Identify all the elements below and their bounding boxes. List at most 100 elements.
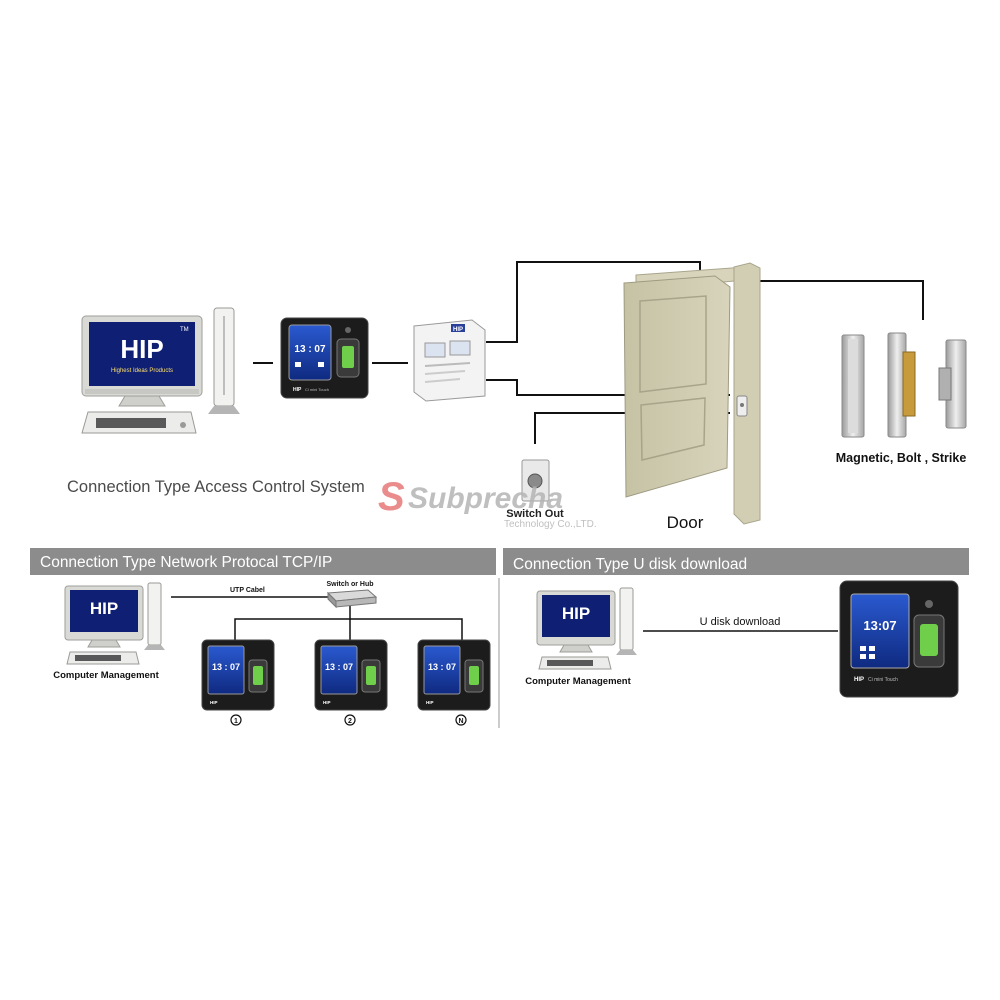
device-brand: HIP bbox=[854, 677, 864, 683]
wire-hub-device-1 bbox=[234, 605, 351, 640]
udisk-device: 13:07 HIP Ci mini Touch bbox=[839, 580, 959, 698]
door bbox=[623, 262, 761, 525]
monitor-bezel bbox=[85, 389, 199, 394]
bolt-lock-side bbox=[902, 351, 916, 417]
controller-box bbox=[413, 319, 486, 402]
device-camera bbox=[345, 327, 351, 333]
fingerprint-window bbox=[366, 666, 376, 685]
door-frame-side bbox=[733, 262, 761, 525]
device-marker: N bbox=[458, 718, 463, 725]
watermark: S Subprecha Technology Co.,LTD. bbox=[378, 475, 597, 530]
pc-tower bbox=[619, 587, 634, 651]
device-screen-btn bbox=[869, 646, 875, 651]
door-label: Door bbox=[667, 513, 704, 532]
device-marker: 2 bbox=[348, 718, 352, 725]
monitor-logo: HIP bbox=[562, 604, 590, 623]
device-model: Ci mini Touch bbox=[305, 387, 329, 392]
device-screen-btn bbox=[318, 362, 324, 367]
wires bbox=[253, 261, 924, 444]
controller-text-line bbox=[424, 378, 461, 383]
monitor-logo: HIP bbox=[120, 334, 163, 364]
switch-button bbox=[527, 473, 543, 489]
keyboard-keys bbox=[96, 418, 166, 428]
watermark-s: S bbox=[378, 475, 405, 519]
pc-tower-base bbox=[616, 650, 637, 655]
network-header-bar bbox=[30, 548, 496, 575]
device-brand: HIP bbox=[426, 700, 434, 705]
device-screen bbox=[423, 645, 461, 695]
device-marker: 1 bbox=[234, 718, 238, 725]
device-screen-btn bbox=[860, 646, 866, 651]
device-time: 13 : 07 bbox=[294, 344, 326, 355]
device-marker-circle bbox=[455, 714, 467, 726]
monitor-tagline: Highest Ideas Products bbox=[111, 368, 173, 374]
switch-hub bbox=[326, 589, 378, 609]
pc-tower-base bbox=[144, 645, 165, 650]
udisk-computer-label: Computer Management bbox=[525, 676, 631, 687]
locks-label: Magnetic, Bolt , Strike bbox=[836, 451, 967, 465]
device-camera bbox=[925, 600, 933, 608]
watermark-line1: Subprecha bbox=[408, 482, 563, 515]
device-time: 13 : 07 bbox=[212, 662, 240, 672]
device-screen-btn bbox=[295, 362, 301, 367]
controller-panel bbox=[449, 340, 471, 356]
utp-cable-label: UTP Cabel bbox=[230, 587, 265, 594]
door-panel-lower bbox=[640, 397, 706, 461]
fingerprint-device-top: 13 : 07 HIP Ci mini Touch bbox=[280, 317, 369, 399]
udisk-header: Connection Type U disk download bbox=[513, 556, 747, 573]
door-sensor-dot bbox=[740, 403, 744, 407]
network-device-2: 13 : 07 HIP 2 bbox=[314, 639, 388, 726]
fingerprint-window bbox=[342, 346, 354, 368]
monitor-screen bbox=[89, 322, 195, 386]
access-control-section-label: Connection Type Access Control System bbox=[67, 478, 365, 496]
network-header: Connection Type Network Protocal TCP/IP bbox=[40, 554, 332, 571]
hub-front bbox=[335, 596, 377, 608]
wire-door-locks bbox=[744, 280, 924, 320]
monitor-stand bbox=[87, 639, 121, 648]
device-brand: HIP bbox=[323, 700, 331, 705]
door-panel-upper bbox=[639, 295, 707, 393]
fingerprint-window bbox=[469, 666, 479, 685]
device-time: 13 : 07 bbox=[428, 662, 456, 672]
magnetic-lock-face bbox=[848, 339, 858, 433]
device-time: 13 : 07 bbox=[325, 662, 353, 672]
monitor-stand bbox=[118, 395, 166, 407]
device-screen-btn bbox=[869, 654, 875, 659]
udisk-computer: HIP bbox=[536, 587, 637, 670]
network-device-n: 13 : 07 HIP N bbox=[417, 639, 491, 726]
controller-text-line bbox=[424, 362, 471, 367]
monitor-stand bbox=[559, 644, 593, 653]
watermark-line2: Technology Co.,LTD. bbox=[504, 519, 597, 530]
network-computer-label: Computer Management bbox=[53, 670, 159, 681]
device-brand: HIP bbox=[293, 387, 302, 393]
device-marker-circle bbox=[344, 714, 356, 726]
keyboard-pad bbox=[180, 422, 186, 428]
monitor-tm: TM bbox=[180, 327, 189, 333]
strike-lock-latch bbox=[938, 367, 952, 401]
device-brand: HIP bbox=[210, 700, 218, 705]
access-controller: HIP bbox=[413, 319, 486, 402]
network-device-1: 13 : 07 HIP 1 bbox=[201, 639, 275, 726]
controller-logo-badge bbox=[451, 324, 465, 332]
device-time: 13:07 bbox=[863, 618, 896, 633]
device-screen bbox=[320, 645, 358, 695]
switch-hub-label: Switch or Hub bbox=[326, 581, 373, 588]
fingerprint-window bbox=[253, 666, 263, 685]
network-computer: HIP bbox=[64, 582, 165, 665]
lock-devices bbox=[841, 332, 967, 438]
controller-text-line bbox=[424, 370, 466, 375]
monitor-logo: HIP bbox=[90, 599, 118, 618]
pc-tower bbox=[147, 582, 162, 646]
desktop-computer: HIP TM Highest Ideas Products bbox=[81, 307, 240, 434]
pc-tower-base bbox=[208, 406, 240, 414]
monitor-screen bbox=[70, 590, 138, 632]
device-marker-circle bbox=[230, 714, 242, 726]
fingerprint-window bbox=[920, 624, 938, 656]
wire-hub-device-n bbox=[350, 618, 463, 640]
monitor-screen bbox=[542, 595, 610, 637]
wire-controller-door-sensor bbox=[486, 379, 730, 396]
device-screen-btn bbox=[860, 654, 866, 659]
keyboard-keys bbox=[75, 655, 121, 661]
udisk-link-label: U disk download bbox=[700, 616, 781, 628]
